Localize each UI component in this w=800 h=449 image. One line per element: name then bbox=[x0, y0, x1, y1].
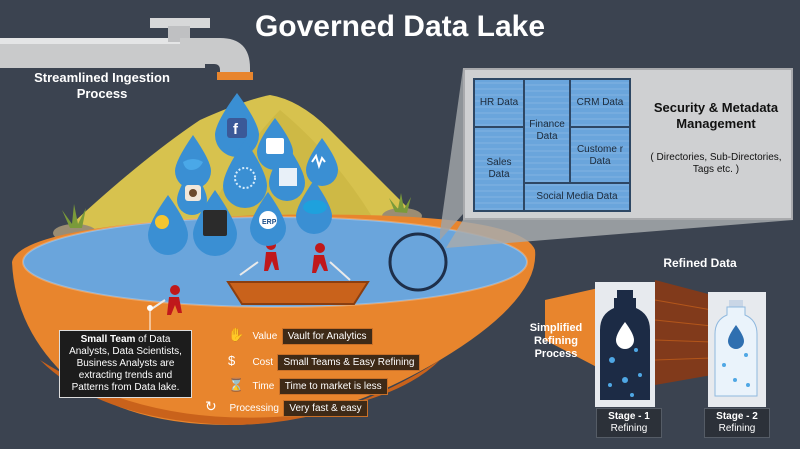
stage-title: Stage - 2 bbox=[716, 411, 758, 422]
benefit-row-processing: ↻ Processing Very fast & easy bbox=[205, 398, 368, 417]
benefit-value: Vault for Analytics bbox=[281, 328, 373, 345]
dollar-icon: $ bbox=[228, 353, 236, 368]
customer-data-cell: Custome r Data bbox=[569, 126, 631, 186]
sales-data-cell: Sales Data bbox=[473, 126, 525, 212]
finance-data-cell: Finance Data bbox=[523, 78, 571, 184]
benefit-row-cost: $ Cost Small Teams & Easy Refining bbox=[228, 352, 421, 371]
security-title: Security & Metadata Management bbox=[653, 100, 779, 131]
small-team-note: Small Team of Data Analysts, Data Scient… bbox=[59, 330, 192, 398]
weather-icon bbox=[155, 215, 169, 229]
pulse-icon bbox=[311, 153, 326, 170]
network-icon bbox=[234, 167, 256, 189]
stage-1-label: Stage - 1 Refining bbox=[596, 408, 662, 438]
stage-sub: Refining bbox=[610, 423, 648, 434]
svg-text:ERP: ERP bbox=[262, 219, 277, 226]
benefit-label: Time bbox=[252, 381, 275, 392]
refresh-icon: ↻ bbox=[205, 398, 217, 414]
small-team-text: of Data Analysts, Data Scientists, Busin… bbox=[69, 334, 182, 393]
security-subtitle: ( Directories, Sub-Directories, Tags etc… bbox=[650, 152, 782, 175]
stage-sub: Refining bbox=[718, 423, 756, 434]
hourglass-icon: ⌛ bbox=[228, 377, 245, 392]
refined-data-label: Refined Data bbox=[663, 256, 737, 270]
salesforce-icon bbox=[303, 200, 327, 214]
hr-data-cell: HR Data bbox=[473, 78, 525, 128]
twitter-icon bbox=[183, 159, 203, 170]
hand-money-icon: ✋ bbox=[228, 327, 245, 342]
ingestion-label: Streamlined Ingestion Process bbox=[34, 70, 170, 101]
boat bbox=[226, 281, 370, 305]
stage-2-label: Stage - 2 Refining bbox=[704, 408, 770, 438]
chart-icon bbox=[279, 168, 297, 186]
small-team-bold: Small Team bbox=[80, 334, 136, 345]
faucet-icon bbox=[0, 18, 253, 80]
benefit-value: Very fast & easy bbox=[283, 400, 368, 417]
server-icon bbox=[203, 210, 227, 236]
document-icon bbox=[266, 138, 284, 154]
svg-text:f: f bbox=[233, 121, 239, 138]
benefit-label: Cost bbox=[252, 357, 274, 368]
refining-process-label: Simplified Refining Process bbox=[529, 322, 583, 360]
benefit-label: Processing bbox=[229, 403, 279, 414]
page-title: Governed Data Lake bbox=[254, 10, 546, 43]
bottle-stage-1 bbox=[595, 282, 655, 407]
crm-data-cell: CRM Data bbox=[569, 78, 631, 128]
security-panel: HR Data Finance Data CRM Data Sales Data… bbox=[463, 68, 793, 220]
zoom-circle bbox=[388, 232, 448, 292]
benefit-value: Small Teams & Easy Refining bbox=[277, 354, 421, 371]
bottle-stage-2 bbox=[708, 292, 766, 407]
facebook-icon bbox=[227, 118, 247, 138]
benefit-value: Time to market is less bbox=[278, 378, 388, 395]
benefit-row-time: ⌛ Time Time to market is less bbox=[228, 376, 388, 395]
benefit-label: Value bbox=[252, 331, 278, 342]
erp-icon bbox=[259, 211, 277, 229]
social-media-data-cell: Social Media Data bbox=[523, 182, 631, 212]
stage-title: Stage - 1 bbox=[608, 411, 650, 422]
benefit-row-value: ✋ Value Vault for Analytics bbox=[228, 326, 373, 345]
